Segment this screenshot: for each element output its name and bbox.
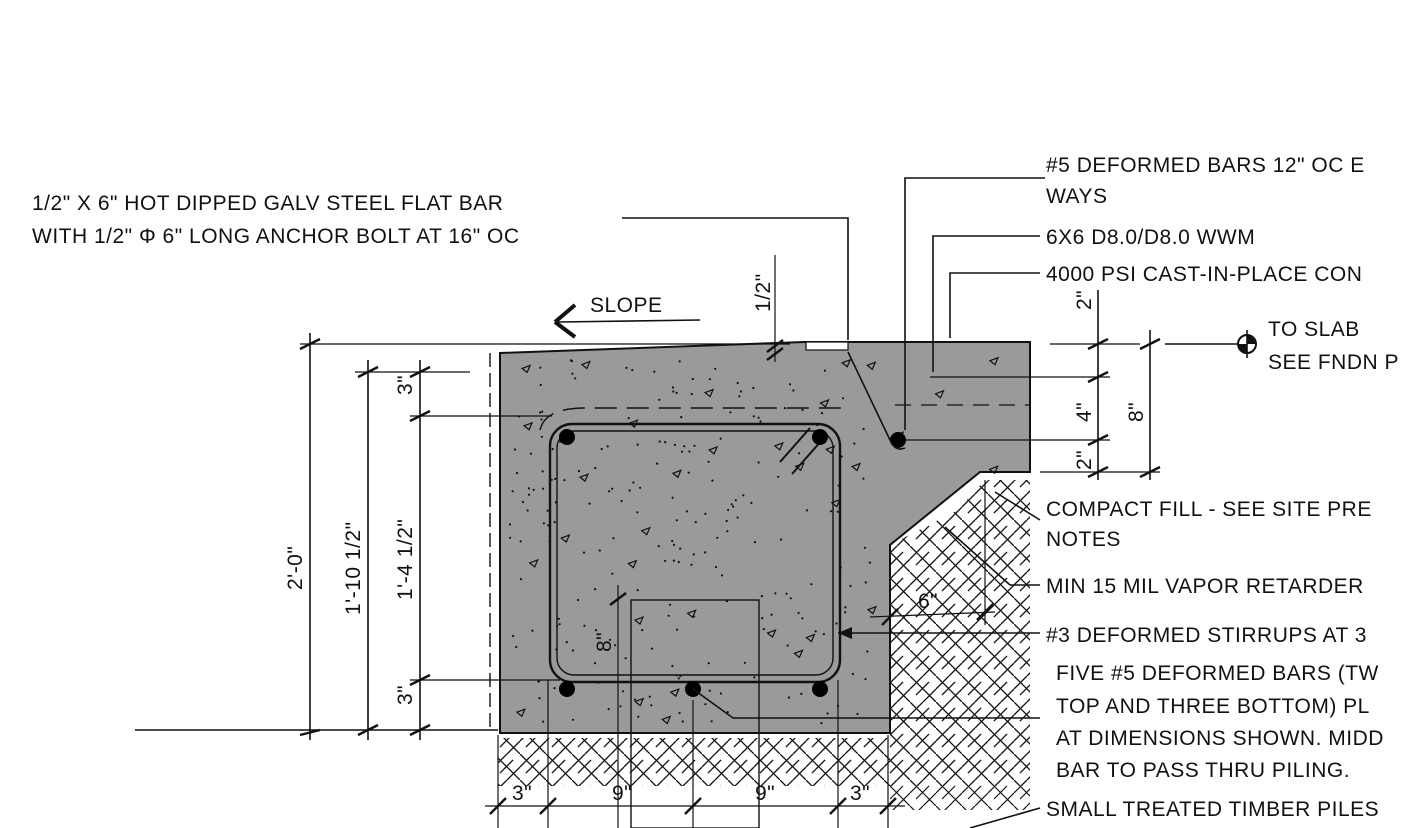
right-dimensions bbox=[905, 290, 1240, 480]
callout-stirrups: #3 DEFORMED STIRRUPS AT 3 bbox=[1046, 624, 1367, 647]
dim-right-top: 2" bbox=[1073, 290, 1096, 310]
stirrup-leader-arrow bbox=[838, 627, 852, 639]
dim-pile-height: 8" bbox=[593, 632, 616, 652]
rebar-top-right bbox=[812, 429, 828, 445]
dim-1-10-half: 1'-10 1/2" bbox=[342, 521, 365, 615]
dim-right-total: 8" bbox=[1125, 402, 1148, 422]
callout-concrete: 4000 PSI CAST-IN-PLACE CON bbox=[1046, 263, 1362, 286]
slab-bar bbox=[847, 351, 906, 450]
rebar-bottom-left bbox=[559, 681, 575, 697]
dim-six: 6" bbox=[918, 590, 938, 613]
left-dimensions bbox=[299, 333, 790, 740]
callout-flat-bar-line2: WITH 1/2" Φ 6" LONG ANCHOR BOLT AT 16" O… bbox=[32, 225, 520, 248]
callout-compact-fill-line1: COMPACT FILL - SEE SITE PRE bbox=[1046, 498, 1372, 521]
flat-bar bbox=[805, 341, 849, 351]
six-dim-tick-r bbox=[976, 603, 994, 621]
half-inch-tick-top bbox=[766, 339, 784, 353]
slope-line bbox=[557, 319, 701, 323]
dim-top-cover: 3" bbox=[394, 375, 417, 395]
callout-five-bars-line2: TOP AND THREE BOTTOM) PL bbox=[1056, 695, 1370, 718]
callout-deformed-bars-line1: #5 DEFORMED BARS 12" OC E bbox=[1046, 154, 1365, 177]
dim-right-mid: 4" bbox=[1073, 402, 1096, 422]
callout-five-bars-line3: AT DIMENSIONS SHOWN. MIDD bbox=[1056, 727, 1384, 750]
stirrup-inner bbox=[556, 430, 834, 676]
bottom-dimensions bbox=[485, 680, 905, 828]
dim-1-4-half: 1'-4 1/2" bbox=[394, 519, 417, 600]
dim-b1: 3" bbox=[512, 782, 532, 805]
stirrup-hook bbox=[779, 427, 823, 475]
callout-to-slab-line1: TO SLAB bbox=[1268, 318, 1360, 341]
dim-right-bot: 2" bbox=[1073, 450, 1096, 470]
six-dim-tick-l bbox=[881, 608, 899, 626]
dim-b2: 9" bbox=[612, 782, 632, 805]
callout-five-bars-line1: FIVE #5 DEFORMED BARS (TW bbox=[1056, 662, 1379, 685]
callout-deformed-bars-line2: WAYS bbox=[1046, 185, 1108, 208]
dim-b3: 9" bbox=[755, 782, 775, 805]
callout-five-bars-line4: BAR TO PASS THRU PILING. bbox=[1056, 759, 1350, 782]
callout-to-slab-line2: SEE FNDN P bbox=[1268, 351, 1399, 374]
soil-fill-lower bbox=[498, 738, 890, 786]
rebar-bottom-right bbox=[812, 681, 828, 697]
callout-flat-bar-line1: 1/2" X 6" HOT DIPPED GALV STEEL FLAT BAR bbox=[32, 192, 503, 215]
rebar-top-left bbox=[559, 429, 575, 445]
callout-compact-fill-line2: NOTES bbox=[1046, 528, 1121, 551]
half-inch-tick-bottom bbox=[766, 347, 784, 361]
dim-b4: 3" bbox=[850, 782, 870, 805]
dim-half-inch: 1/2" bbox=[752, 273, 775, 312]
leader-lines bbox=[622, 177, 1045, 828]
slope-label: SLOPE bbox=[590, 294, 663, 317]
soil-fill-right bbox=[890, 480, 1030, 810]
callout-wwm: 6X6 D8.0/D8.0 WWM bbox=[1046, 226, 1255, 249]
dim-overall: 2'-0" bbox=[284, 546, 307, 590]
callout-timber-piles: SMALL TREATED TIMBER PILES bbox=[1046, 798, 1379, 821]
wwm-line bbox=[539, 407, 850, 431]
rebar-slab bbox=[890, 432, 906, 448]
timber-pile bbox=[630, 599, 760, 828]
callout-vapor-retarder: MIN 15 MIL VAPOR RETARDER bbox=[1046, 575, 1364, 598]
pile-dim-tick bbox=[609, 592, 627, 606]
slope-arrow bbox=[553, 303, 577, 339]
dim-bottom-cover: 3" bbox=[394, 685, 417, 705]
